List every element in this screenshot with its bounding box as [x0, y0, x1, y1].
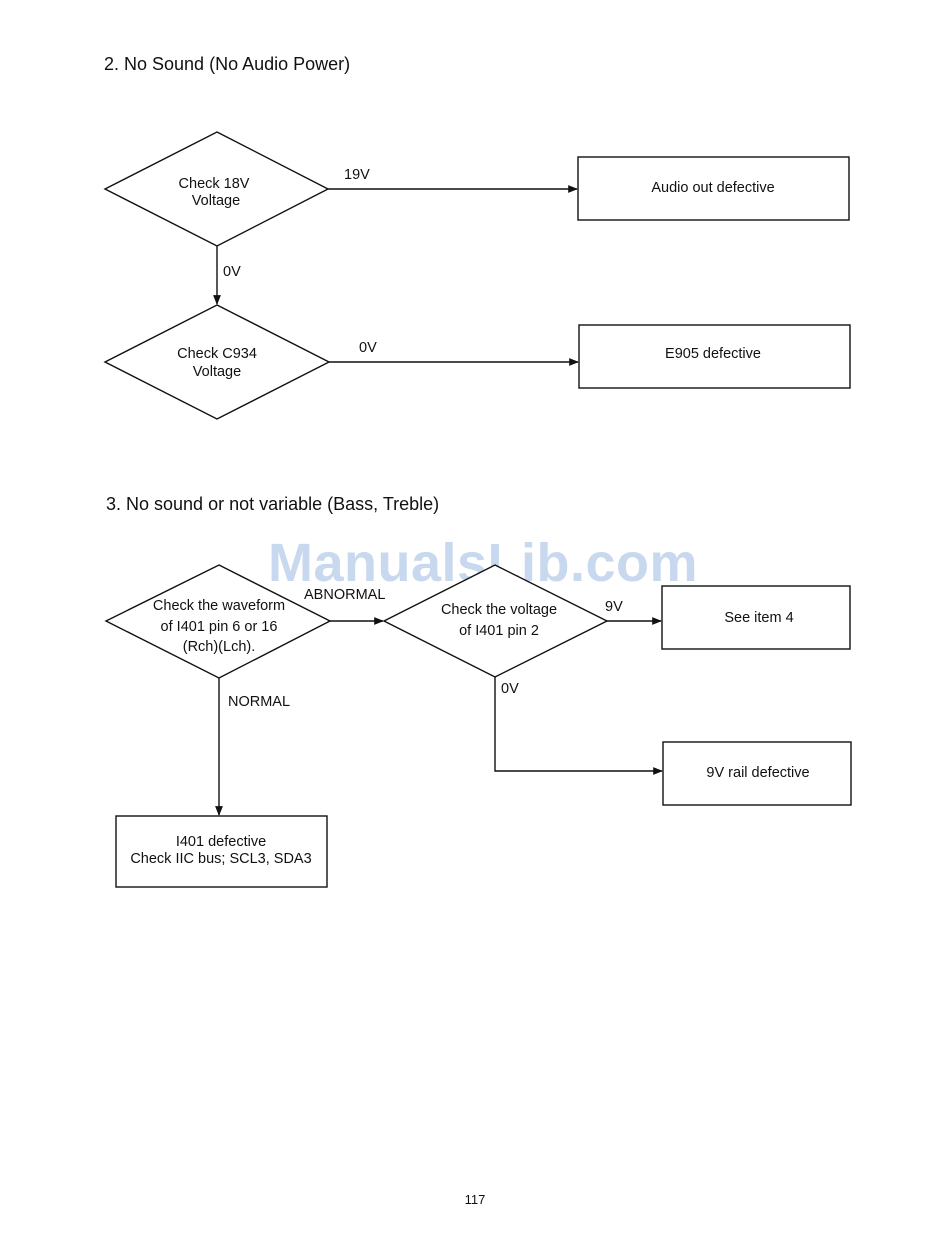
s3-decision2-label-line1: Check the voltage	[441, 602, 557, 618]
s2-result2-label: E905 defective	[665, 346, 761, 362]
section-2-heading: 2. No Sound (No Audio Power)	[104, 54, 351, 74]
s3-i401-label-line2: Check IIC bus; SCL3, SDA3	[130, 851, 311, 867]
section-3-heading: 3. No sound or not variable (Bass, Trebl…	[106, 494, 440, 514]
s2-result1-box	[577, 156, 850, 221]
s3-decision2-diamond	[382, 564, 609, 678]
s3-rail-box	[662, 741, 852, 806]
s3-edge-9v-label: 9V	[605, 599, 623, 615]
s3-i401-label-line1: I401 defective	[176, 834, 266, 850]
s2-decision1-label-line1: Check 18V	[179, 176, 250, 192]
s2-decision1-label-line2: Voltage	[192, 193, 240, 209]
s3-edge-0v-arrow	[494, 677, 663, 775]
s3-i401-box	[115, 815, 328, 888]
s3-see-item-box	[661, 585, 851, 650]
s2-result2-box	[578, 324, 851, 389]
s3-edge-abnormal-label: ABNORMAL	[304, 587, 385, 603]
s2-edge-0v-down-label: 0V	[223, 264, 241, 280]
s3-see-item-label: See item 4	[724, 610, 793, 626]
s3-edge-normal-label: NORMAL	[228, 694, 290, 710]
s2-result1-label: Audio out defective	[651, 180, 774, 196]
page-number: 117	[464, 1192, 486, 1207]
s2-edge-0v-right-label: 0V	[359, 340, 377, 356]
s3-decision1-label-line2: of I401 pin 6 or 16	[161, 619, 278, 635]
s3-edge-0v-label: 0V	[501, 681, 519, 697]
s3-rail-label: 9V rail defective	[706, 765, 809, 781]
s2-decision2-label-line2: Voltage	[193, 364, 241, 380]
s2-decision2-diamond	[103, 304, 331, 420]
s3-decision1-label-line3: (Rch)(Lch).	[183, 639, 256, 655]
s3-decision2-label-line2: of I401 pin 2	[459, 623, 539, 639]
s2-decision2-label-line1: Check C934	[177, 346, 257, 362]
s3-decision1-label-line1: Check the waveform	[153, 598, 285, 614]
s2-edge-19v-label: 19V	[344, 167, 370, 183]
